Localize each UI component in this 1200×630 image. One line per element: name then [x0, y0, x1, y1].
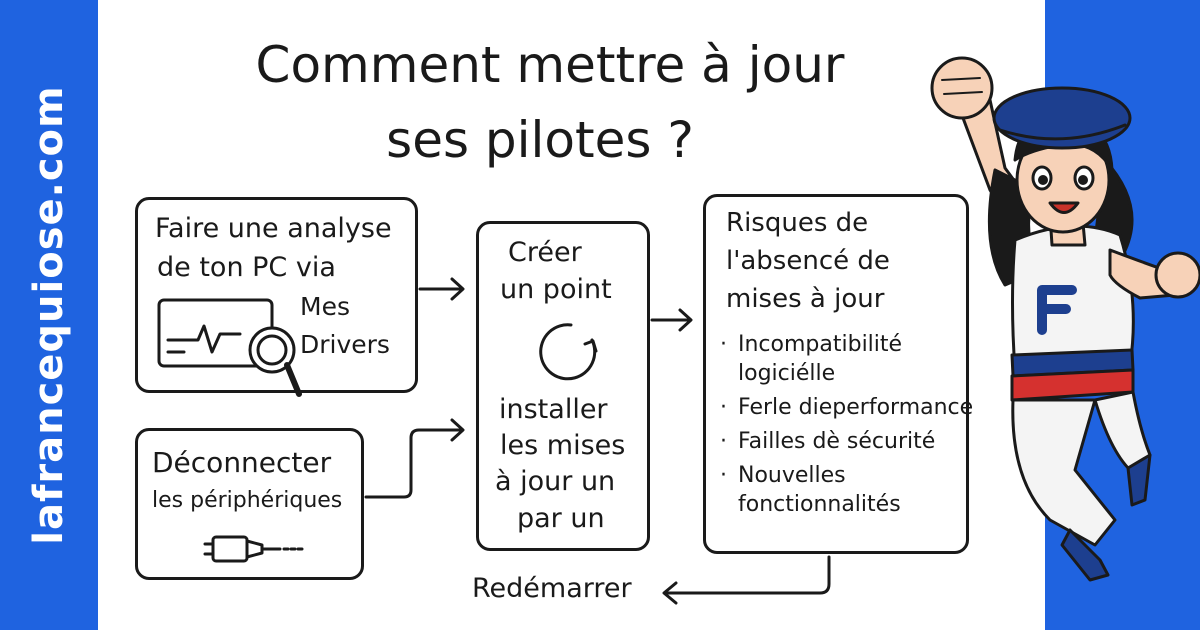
- mascot-illustration: [930, 56, 1200, 582]
- risks-list: ·Incompatibilité logiciélle ·Ferle diepe…: [716, 330, 973, 519]
- step-disconnect-line-1: Déconnecter: [152, 446, 332, 479]
- risk-item: ·Failles dè sécurité: [720, 429, 936, 454]
- risks-box: [703, 194, 969, 554]
- step-analyse-app-line-1: Mes: [300, 292, 350, 321]
- step-analyse-app-line-2: Drivers: [300, 330, 390, 359]
- arrow-risks-to-restart: [662, 555, 831, 605]
- arrow-restore-to-risks: [650, 308, 693, 332]
- arrow-disconnect-to-restore: [364, 418, 465, 499]
- refresh-cycle-icon: [539, 323, 598, 381]
- monitor-magnifier-icon: [157, 298, 302, 397]
- usb-cable-icon: [203, 535, 306, 563]
- step-analyse-line-2: de ton PC via: [157, 252, 336, 283]
- step-restore-line-1: Créer: [508, 237, 582, 268]
- title-line-1: Comment mettre à jour: [255, 36, 845, 94]
- risks-heading-line-2: l'absencé de: [726, 246, 890, 276]
- step-disconnect-line-2: les périphériques: [152, 488, 343, 513]
- step-restore-line-6: par un: [517, 503, 605, 534]
- restart-label: Redémarrer: [472, 573, 632, 604]
- risk-item: ·Ferle dieperformance: [720, 395, 974, 420]
- arrow-analyse-to-restore: [418, 277, 465, 301]
- step-restore-line-3: installer: [499, 394, 608, 425]
- risk-item: ·Incompatibilité logiciélle: [720, 332, 903, 386]
- step-restore-line-4: les mises: [500, 430, 626, 461]
- step-restore-box: [476, 221, 650, 551]
- risks-heading-line-3: mises à jour: [726, 284, 885, 314]
- step-restore-line-5: à jour un: [495, 466, 616, 497]
- title-line-2: ses pilotes ?: [386, 111, 694, 169]
- risks-heading-line-1: Risques de: [726, 208, 869, 238]
- left-brand-bar: lafrancequiose.com: [0, 0, 98, 630]
- step-restore-line-2: un point: [500, 274, 612, 305]
- step-analyse-line-1: Faire une analyse: [155, 213, 392, 244]
- risk-item: ·Nouvelles fonctionnalités: [720, 463, 901, 517]
- step-disconnect-box: [135, 428, 364, 580]
